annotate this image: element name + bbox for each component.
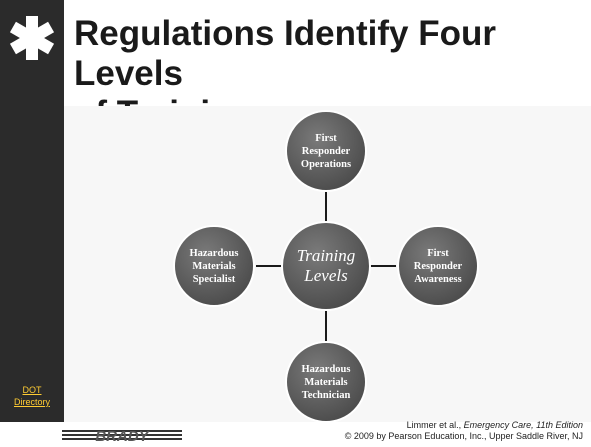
sidebar: DOT Directory	[0, 0, 64, 447]
brady-logo-text: BRADY	[95, 428, 150, 443]
node-bottom-line1: Hazardous	[301, 364, 350, 375]
node-right-line1: First	[427, 248, 449, 259]
node-left-line1: Hazardous	[189, 248, 238, 259]
node-top-line1: First	[315, 133, 337, 144]
dot-directory-link-line1: DOT	[22, 385, 42, 395]
node-right-line3: Awareness	[414, 274, 461, 285]
citation-copyright: © 2009 by Pearson Education, Inc., Upper…	[344, 431, 583, 441]
node-center-line2: Levels	[303, 266, 348, 285]
node-center-circle	[281, 221, 371, 311]
node-bottom-line2: Materials	[304, 377, 347, 388]
node-center-line1: Training	[297, 246, 356, 265]
node-left-line2: Materials	[192, 261, 235, 272]
node-right-line2: Responder	[414, 261, 463, 272]
citation-book-title: Emergency Care, 11th Edition	[463, 420, 583, 430]
citation-line1: Limmer et al., Emergency Care, 11th Edit…	[203, 420, 583, 431]
citation: Limmer et al., Emergency Care, 11th Edit…	[203, 420, 583, 442]
node-right: First Responder Awareness	[397, 225, 479, 307]
dot-directory-link[interactable]: DOT Directory	[2, 384, 62, 408]
node-top: First Responder Operations	[285, 110, 367, 192]
node-top-circle	[285, 110, 367, 192]
node-right-circle	[397, 225, 479, 307]
citation-prefix: Limmer et al.,	[406, 420, 464, 430]
node-top-line3: Operations	[301, 159, 351, 170]
node-left-circle	[173, 225, 255, 307]
node-top-line2: Responder	[302, 146, 351, 157]
dot-directory-link-line2: Directory	[13, 397, 50, 407]
star-of-life-logo	[9, 16, 55, 60]
slide-title-line1: Regulations Identify Four Levels	[74, 14, 496, 93]
node-left: Hazardous Materials Specialist	[173, 225, 255, 307]
node-bottom-line3: Technician	[302, 390, 351, 401]
node-bottom-circle	[285, 341, 367, 422]
brady-logo: BRADY	[62, 428, 182, 443]
diagram-connectors	[256, 191, 396, 342]
node-center: Training Levels	[281, 221, 371, 311]
training-levels-diagram: First Responder Operations First Respond…	[173, 110, 479, 422]
node-bottom: Hazardous Materials Technician	[285, 341, 367, 422]
node-left-line3: Specialist	[193, 274, 236, 285]
